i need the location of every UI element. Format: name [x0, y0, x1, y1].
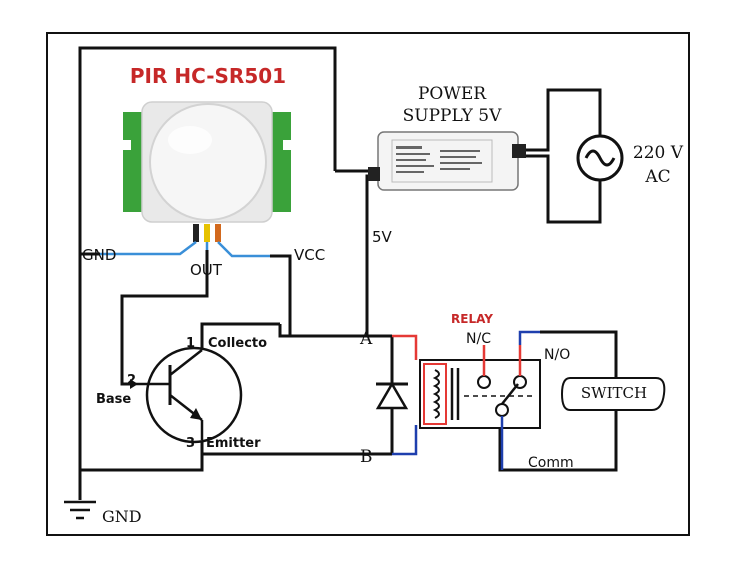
- relay-switch-wires: [500, 330, 540, 470]
- emitter-pin-number: 3: [186, 436, 195, 451]
- wire-top-loop: [78, 46, 337, 470]
- psu-label-line1: POWER: [418, 84, 487, 104]
- diode-icon: [375, 381, 409, 410]
- flyback-diode: [375, 381, 409, 410]
- external-switch: SWITCH: [560, 377, 666, 411]
- wire-ac-bottom: [518, 154, 602, 224]
- wire-relay-coil-bottom: [392, 425, 418, 456]
- relay: RELAY: [419, 312, 541, 430]
- wire-comm-switch: [498, 410, 618, 472]
- power-supply: POWER SUPPLY 5V: [368, 84, 526, 191]
- pir-pin-vcc: [215, 224, 221, 242]
- ac-label-line2: AC: [644, 167, 670, 187]
- pir-out-label: OUT: [190, 261, 223, 279]
- pir-sensor: PIR HC-SR501: [123, 64, 291, 242]
- pir-gnd-label: GND: [82, 246, 116, 264]
- transistor-collector-lead: [169, 349, 203, 376]
- wire-emitter-b: [200, 440, 392, 456]
- wire-collector-a: [278, 324, 367, 338]
- pir-vcc-label: VCC: [294, 246, 325, 264]
- relay-coil-icon: [432, 369, 440, 419]
- ac-label-line1: 220 V: [633, 143, 684, 163]
- pir-title: PIR HC-SR501: [130, 64, 286, 88]
- base-pin-number: 2: [127, 373, 136, 388]
- pir-board-hole: [123, 140, 131, 150]
- switch-box: [560, 377, 666, 411]
- node-b-label: B: [360, 447, 373, 467]
- relay-comm-contact: [495, 403, 509, 417]
- collector-pin-number: 1: [186, 336, 195, 351]
- relay-body: [419, 359, 541, 429]
- wire-ac-top: [518, 88, 602, 152]
- relay-title: RELAY: [451, 312, 493, 326]
- wire-no-switch: [540, 330, 618, 378]
- ground-icon: [64, 500, 96, 520]
- label-5v: 5V: [372, 228, 393, 246]
- collector-label: Collecto: [208, 336, 267, 351]
- relay-comm-label: Comm: [528, 455, 574, 471]
- pir-signal-wires: [100, 241, 270, 258]
- relay-nc-label: N/C: [466, 331, 491, 347]
- transistor-icon: [145, 346, 243, 444]
- emitter-label: Emitter: [206, 436, 261, 451]
- wire-pir-vcc: [217, 241, 270, 258]
- wire-no-to-switch: [518, 330, 540, 345]
- transistor: [130, 324, 243, 444]
- relay-coil-frame: [423, 363, 447, 425]
- ac-source: 220 V AC: [576, 134, 684, 187]
- sine-wave-icon: [584, 149, 616, 167]
- psu-print: [396, 146, 482, 173]
- relay-coil-wires: [392, 334, 418, 456]
- psu-label-line2: SUPPLY 5V: [403, 106, 502, 126]
- base-label: Base: [96, 392, 131, 407]
- psu-input-connector: [512, 144, 526, 158]
- psu-output-connector: [368, 167, 380, 181]
- pir-dome-highlight: [168, 126, 212, 154]
- wire-relay-coil-top: [392, 334, 418, 360]
- base-arrow-icon: [130, 379, 138, 389]
- psu-label-panel: [391, 139, 493, 183]
- transistor-emitter-arrow-icon: [190, 408, 202, 420]
- ground-label: GND: [102, 507, 142, 526]
- node-a-label: A: [359, 329, 373, 349]
- wire-pir-gnd: [100, 241, 197, 256]
- pir-pin-gnd: [193, 224, 199, 242]
- relay-no-label: N/O: [544, 347, 570, 363]
- relay-armature: [501, 383, 519, 405]
- pir-board-hole: [283, 140, 291, 150]
- pir-dome-icon: [149, 103, 267, 221]
- switch-label: SWITCH: [581, 384, 647, 402]
- wire-out-base: [120, 250, 209, 386]
- relay-nc-contact: [477, 375, 491, 389]
- pir-pin-out: [204, 224, 210, 242]
